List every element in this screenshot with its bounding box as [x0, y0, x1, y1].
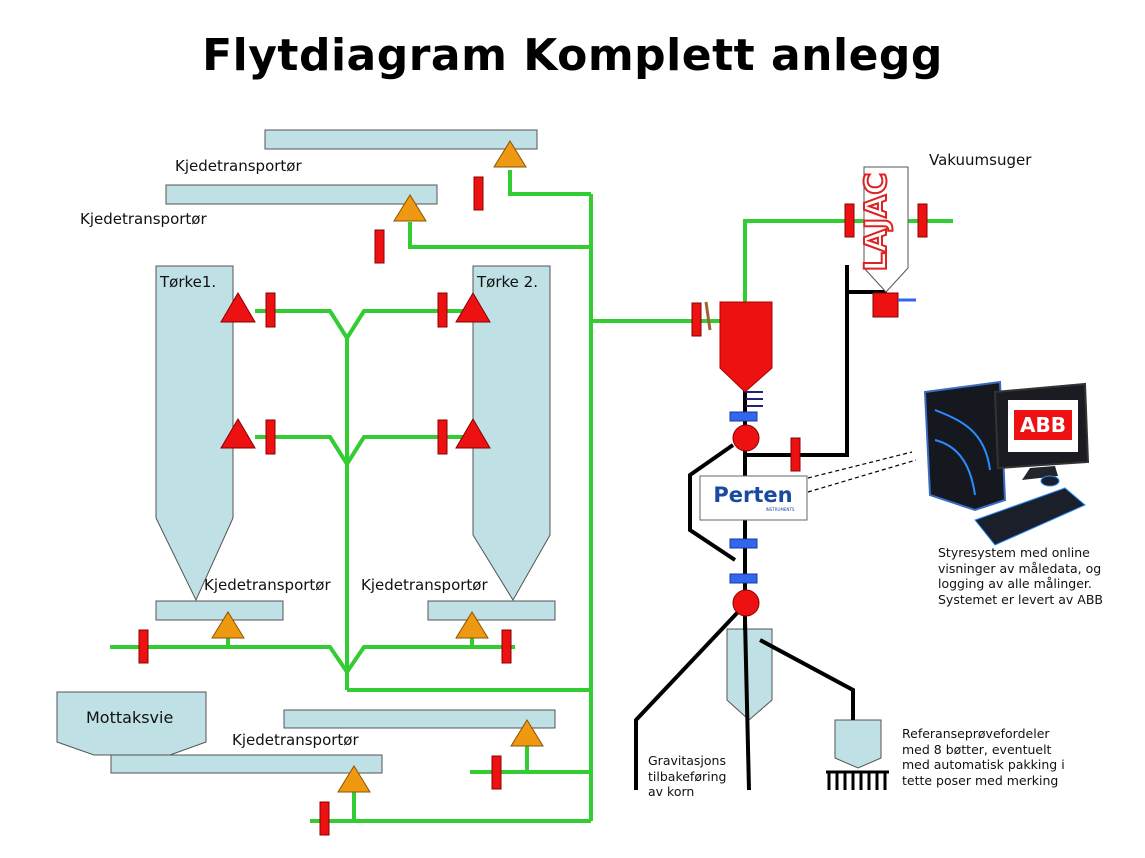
rake [826, 770, 889, 790]
lajac-logo: LAJAC [859, 173, 894, 272]
abb-logo: ABB [1020, 413, 1066, 437]
fan-bottom2 [510, 719, 544, 747]
inlet-d2-upper [455, 292, 491, 323]
fan-top2 [393, 194, 427, 222]
valve-vacuum-left [844, 203, 855, 238]
control-system-line: Styresystem med online [938, 545, 1090, 560]
valve-top1 [473, 176, 484, 211]
gravity-return-line: av korn [648, 784, 695, 799]
chain-conveyor-bottom2 [283, 709, 556, 729]
label-vacuum: Vakuumsuger [929, 151, 1032, 169]
valve-mid-left [138, 629, 149, 664]
perten-analyzer [699, 475, 808, 521]
label-chain-conveyor-top2: Kjedetransportør [80, 210, 207, 228]
fans [211, 140, 544, 793]
valve-vacuum-right [917, 203, 928, 238]
blue-gate-3 [729, 573, 758, 584]
mouse [1040, 475, 1060, 487]
label-chain-conveyor-mid2: Kjedetransportør [361, 576, 488, 594]
label-chain-conveyor-bottom: Kjedetransportør [232, 731, 359, 749]
dryer-inlets [220, 292, 491, 449]
keyboard [974, 487, 1086, 546]
fan-mid2 [455, 611, 489, 639]
fan-bottom [337, 765, 371, 793]
blue-gate-1 [729, 411, 758, 422]
blue-gate-2 [729, 538, 758, 549]
sample-point-1 [732, 424, 760, 452]
inlet-d1-upper [220, 292, 256, 323]
red-vessel [719, 301, 773, 393]
label-receiving-hopper: Mottaksvie [86, 708, 174, 727]
label-control-system: Styresystem med online visninger av måle… [938, 545, 1103, 607]
dryer-1 [155, 265, 234, 602]
pipe-top1 [508, 170, 591, 196]
inlet-d1-lower [220, 418, 256, 449]
control-system-line: logging av alle målinger. [938, 576, 1092, 591]
valve-mid-right [501, 629, 512, 664]
valve-top2 [374, 229, 385, 264]
reference-divider [834, 719, 882, 769]
valve-bottom [319, 801, 330, 836]
reference-divider-line: Referanseprøvefordeler [902, 726, 1050, 741]
reference-divider-line: med 8 bøtter, eventuelt [902, 741, 1052, 757]
valve-d1-lower [265, 419, 276, 455]
valve-d2-lower [437, 419, 448, 455]
label-dryer-2: Tørke 2. [477, 273, 538, 291]
reference-divider-line: med automatisk pakking i [902, 757, 1065, 772]
line-to-reference [759, 638, 855, 720]
computer-tower [923, 380, 1007, 512]
line-lajac-return [745, 265, 885, 457]
valve-d1-upper [265, 292, 276, 328]
inlet-d2-lower [455, 418, 491, 449]
dryer-2 [472, 265, 551, 601]
line-gravity-right [743, 619, 751, 791]
valve-return [790, 437, 801, 472]
chain-conveyor-bottom [110, 754, 383, 774]
gravity-return-line: Gravitasjons [648, 753, 726, 768]
pipe-top2 [408, 222, 591, 249]
blue-gates [729, 411, 758, 584]
lajac-outlet-valve [872, 292, 899, 318]
control-system-line: visninger av måledata, og [938, 560, 1102, 576]
valves [138, 176, 928, 836]
sample-point-2 [732, 589, 760, 617]
valve-d2-upper [437, 292, 448, 328]
reference-divider-line: tette poser med merking [902, 772, 1059, 788]
data-link [807, 451, 917, 493]
line-bypass [688, 443, 737, 562]
black-lines [634, 265, 887, 791]
pipe-bottom2 [470, 746, 591, 774]
label-chain-conveyor-mid1: Kjedetransportør [204, 576, 331, 594]
chain-conveyor-top1 [264, 129, 538, 150]
fan-top1 [493, 140, 527, 168]
abb-computer: ABB [923, 380, 1090, 546]
line-gravity-left [634, 610, 740, 790]
pipe-bottom [310, 792, 591, 823]
valve-vessel [691, 302, 702, 337]
control-system-line: Systemet er levert av ABB [938, 591, 1103, 607]
label-gravity-return: Gravitasjons tilbakeføring av korn [648, 753, 726, 800]
pipe-bottom-merge [110, 645, 515, 676]
chain-conveyor-top2 [165, 184, 438, 205]
vessels [56, 129, 882, 774]
label-reference-divider: Referanseprøvefordeler med 8 bøtter, eve… [902, 726, 1065, 788]
label-chain-conveyor-top1: Kjedetransportør [175, 157, 302, 175]
fan-mid1 [211, 611, 245, 639]
chain-conveyor-mid2 [427, 600, 556, 621]
label-dryer-1: Tørke1. [160, 273, 217, 291]
chain-conveyor-mid1 [155, 600, 284, 621]
green-pipes [110, 170, 953, 823]
perten-logo: Perten [713, 483, 792, 507]
valve-bottom2 [491, 755, 502, 790]
lajac-vacuum [863, 166, 909, 293]
perten-subtitle: INSTRUMENTS [766, 507, 795, 512]
gravity-return-line: tilbakeføring [648, 768, 727, 784]
diagram-title: Flytdiagram Komplett anlegg [202, 30, 943, 81]
collector-hopper [726, 628, 773, 721]
